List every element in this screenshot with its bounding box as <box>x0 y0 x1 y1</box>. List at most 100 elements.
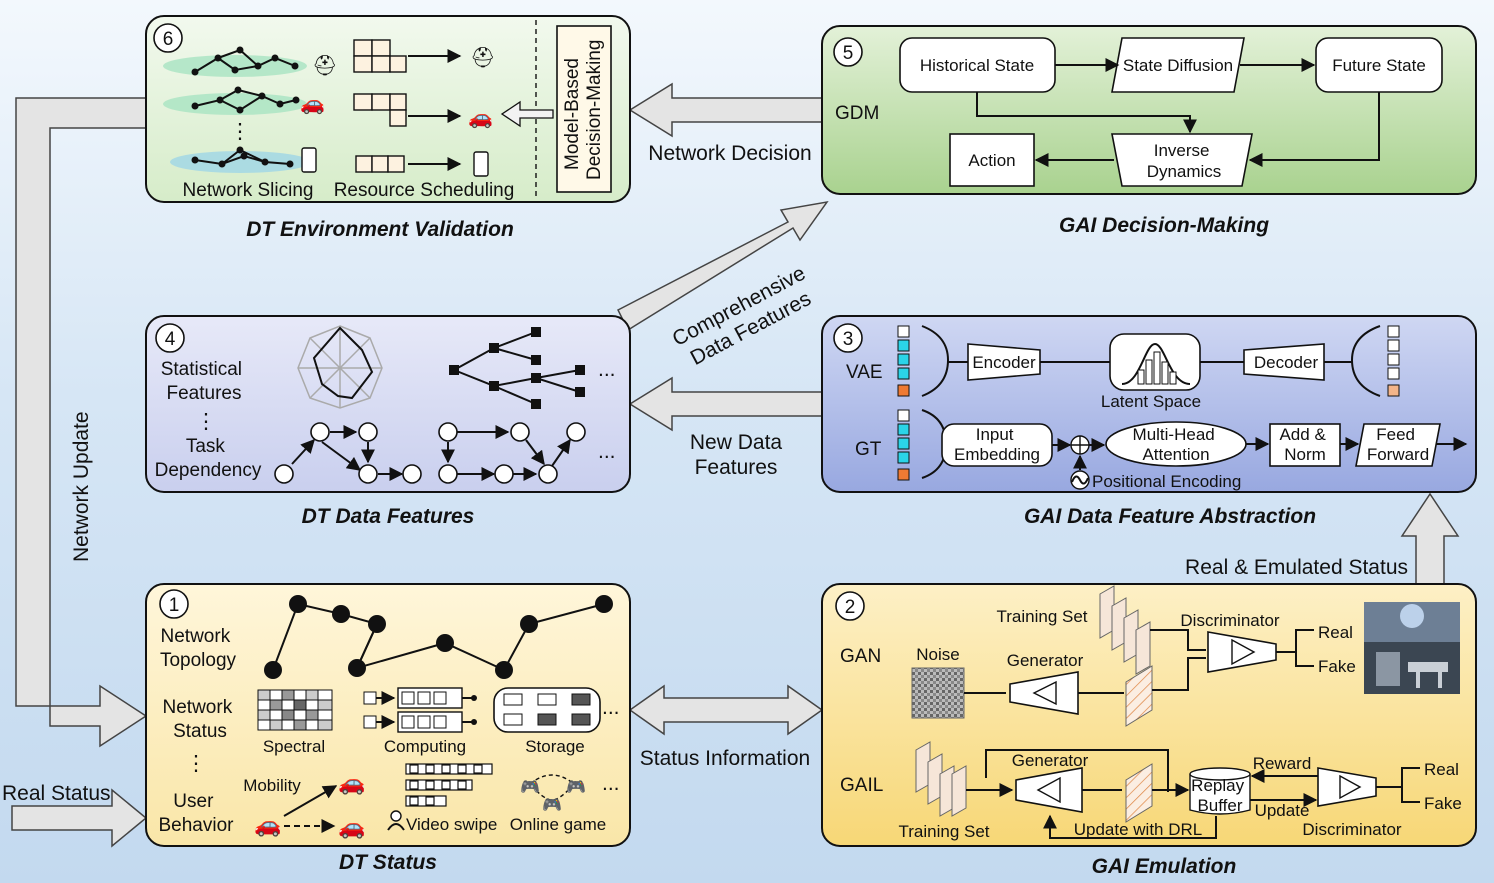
storage-label: Storage <box>525 737 585 756</box>
training-set-stack-gail <box>915 741 967 817</box>
update-label: Update <box>1255 801 1310 820</box>
mha-line-2: Attention <box>1142 445 1209 464</box>
feed-forward-box <box>1355 423 1441 467</box>
model-based-decision-making: Model-Based Decision-Making <box>562 40 605 180</box>
gan-fake-label: Fake <box>1318 657 1356 676</box>
video-swipe-label: Video swipe <box>406 815 497 834</box>
vae-output-tokens <box>1387 325 1400 397</box>
network-status-label: Network Status <box>163 697 238 742</box>
gail-discriminator-box <box>1317 767 1377 807</box>
new-data-features-arrow <box>628 376 823 432</box>
car-icon-2: 🚗 <box>468 107 493 129</box>
panel-3-caption: GAI Data Feature Abstraction <box>1024 505 1316 528</box>
mbdm-line-1: Model-Based <box>562 58 583 170</box>
network-topology-graph <box>264 595 613 679</box>
replay-line-2: Buffer <box>1197 796 1242 815</box>
action-box <box>949 133 1035 187</box>
stat-line-2: Features <box>167 383 242 404</box>
network-slicing-label: Network Slicing <box>183 180 314 201</box>
spectral-grid-icon <box>257 689 333 731</box>
gail-fake-label: Fake <box>1424 794 1462 813</box>
network-slice-vr: ⛑ <box>163 46 337 77</box>
vae-label: VAE <box>846 362 883 383</box>
task-dag-2 <box>438 422 586 484</box>
generated-room-image <box>1364 602 1460 694</box>
panel-5-number: 5 <box>843 43 854 64</box>
replay-line-1: Replay <box>1191 776 1244 795</box>
gt-input-tokens <box>897 409 910 481</box>
resource-scheduling-label: Resource Scheduling <box>334 180 515 201</box>
panel-6-caption: DT Environment Validation <box>246 218 514 241</box>
encoder-label: Encoder <box>972 353 1036 372</box>
panel-2-caption: GAI Emulation <box>1092 855 1237 878</box>
gan-discriminator-box <box>1207 631 1277 673</box>
mha-label: Multi-Head Attention <box>1133 425 1220 464</box>
gt-label: GT <box>855 439 882 460</box>
gail-real-label: Real <box>1424 760 1459 779</box>
feed-forward-label: Feed Forward <box>1367 425 1429 464</box>
online-game-label: Online game <box>510 815 606 834</box>
mobility-car-icon: 🚗 <box>254 812 281 837</box>
statistical-features-label: Statistical Features <box>161 359 248 404</box>
task-dependency-label: Task Dependency <box>155 436 262 481</box>
big-arrows <box>11 82 1460 848</box>
state-diffusion-label: State Diffusion <box>1123 56 1233 75</box>
ff-line-2: Forward <box>1367 445 1429 464</box>
training-set-stack-gan <box>1099 585 1151 675</box>
latent-space-label: Latent Space <box>1101 392 1201 411</box>
status-line-2: Status <box>173 721 227 742</box>
resource-blocks <box>353 39 407 173</box>
network-decision-arrow <box>628 82 823 138</box>
task-line-1: Task <box>186 436 226 457</box>
stat-line-1: Statistical <box>161 359 242 380</box>
addnorm-line-2: Norm <box>1284 445 1326 464</box>
inverse-dynamics-box <box>1111 133 1253 187</box>
p4-dots: ⋮ <box>196 410 217 433</box>
input-line-1: Input <box>976 425 1014 444</box>
decoder-box <box>1243 343 1325 381</box>
mha-line-1: Multi-Head <box>1133 425 1215 444</box>
p1-dots: ⋮ <box>186 752 207 775</box>
gail-generator-box <box>1015 767 1083 813</box>
mobility-car-icon-2: 🚗 <box>338 770 365 795</box>
p1-more-1: ... <box>602 696 620 719</box>
inverse-line-2: Dynamics <box>1147 162 1222 181</box>
status-information-arrow <box>628 684 824 736</box>
panel-gai-data-feature-abstraction: 3 VAE GT Encoder Latent Space Decoder <box>821 315 1477 493</box>
network-update-arrow <box>15 97 148 748</box>
gail-generated-sample <box>1125 763 1153 823</box>
panel-5-caption: GAI Decision-Making <box>1059 214 1269 237</box>
panel-dt-status: 1 Network Topology Network Status ⋮ User… <box>145 583 631 847</box>
real-emulated-status-label: Real & Emulated Status <box>1185 556 1408 579</box>
add-norm-label: Add & Norm <box>1279 425 1330 464</box>
real-status-arrow <box>11 788 148 848</box>
mbdm-line-2: Decision-Making <box>584 40 605 180</box>
radar-shape <box>312 326 374 400</box>
training-set-label-gan: Training Set <box>996 607 1087 626</box>
gamepad-icon-3: 🎮 <box>542 797 562 814</box>
panel-1-caption: DT Status <box>339 851 437 874</box>
computing-queue-icon <box>363 687 477 733</box>
panel-4-caption: DT Data Features <box>302 505 475 528</box>
mobility-label: Mobility <box>243 776 301 795</box>
vae-input-tokens <box>897 325 910 397</box>
update-with-drl-label: Update with DRL <box>1074 820 1203 839</box>
tree-graph-icon <box>449 327 585 409</box>
comprehensive-data-features-arrow <box>616 200 829 332</box>
gail-generator-label: Generator <box>1012 751 1089 770</box>
inverse-dynamics-label: Inverse Dynamics <box>1147 141 1222 181</box>
network-decision-label: Network Decision <box>648 142 811 165</box>
noise-image <box>911 667 965 719</box>
network-update-label: Network Update <box>70 411 93 562</box>
mobility-car-icon-3: 🚗 <box>338 814 365 839</box>
reward-label: Reward <box>1253 754 1312 773</box>
p4-more-2: ... <box>598 440 616 463</box>
computing-label: Computing <box>384 737 466 756</box>
topo-line-2: Topology <box>160 650 237 671</box>
real-emulated-status-arrow <box>1400 492 1460 585</box>
slice-dots: ⋮ <box>230 120 251 143</box>
generated-sample <box>1125 665 1153 727</box>
user-icon <box>390 810 402 822</box>
input-embedding-label: Input Embedding <box>954 425 1040 464</box>
